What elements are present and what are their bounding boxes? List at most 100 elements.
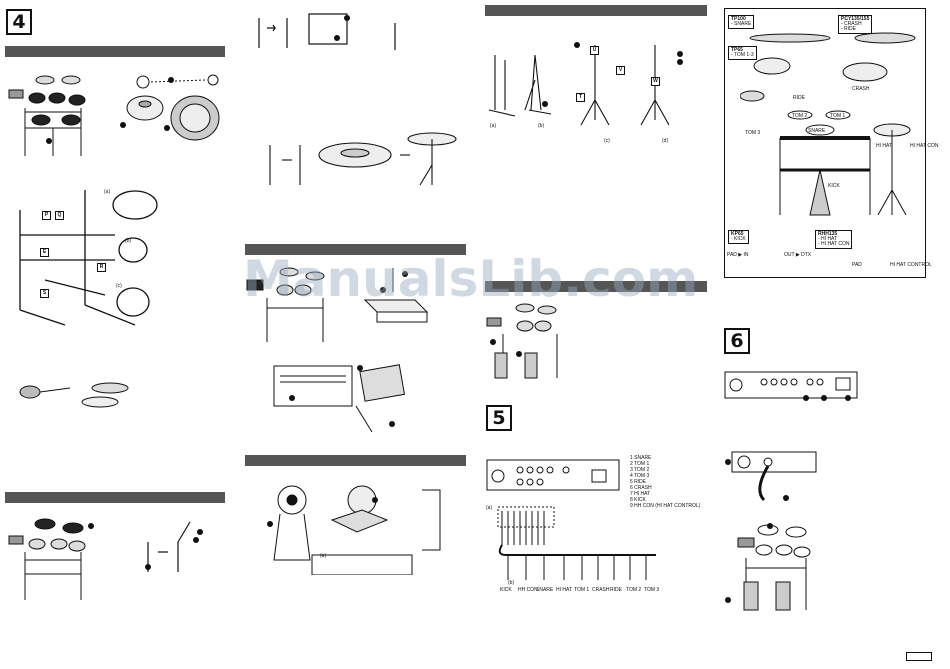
legend-item-5: 5 RIDE (630, 479, 647, 485)
pcy-title: PCY135/155 (841, 16, 870, 22)
fig-label-a3: (a) (320, 553, 327, 559)
cymbal-mount-figure (19, 382, 129, 408)
tp65-title: TP65 (731, 47, 743, 53)
cable-label-tom3: TOM 3 (644, 587, 660, 593)
step5-connector-legend: 1 SNARE 2 TOM 1 3 TOM 2 4 TOM 3 5 RIDE 6… (630, 455, 700, 509)
fig-label-b4: (b) (508, 580, 515, 586)
kp65-sub: - KICK (731, 236, 746, 242)
cable-label-crash: CRASH (592, 587, 610, 593)
marker-E: E (40, 248, 49, 257)
kit-label-ride: RIDE (793, 95, 805, 101)
legend-item-9: 9 HH CON (HI HAT CONTROL) (630, 503, 701, 509)
marker-R: R (97, 263, 106, 272)
section-bar-4 (245, 455, 466, 466)
kit-pedal-figure (486, 303, 558, 379)
fig-label-a: (a) (104, 189, 111, 195)
kit-label-tom3: TOM 3 (745, 130, 761, 136)
kit-label-hh-control: HI HAT CONTROL (890, 262, 932, 268)
kit-label-snare: SNARE (808, 128, 826, 134)
final-kit-figure (725, 523, 811, 611)
tp100-tag: TP100 - SNARE (728, 15, 755, 29)
rhh-tag: RHH135 - HI HAT - HI HAT CON (815, 230, 853, 249)
power-connect-figure (725, 451, 817, 502)
cable-snake-figure (497, 506, 656, 580)
fig-label-a4: (a) (486, 505, 493, 511)
kit-label-hihat: HI HAT (876, 143, 893, 149)
step-6-number: 6 (724, 328, 750, 354)
kp65-title: KP65 (731, 231, 744, 237)
drum-kit-figure-1 (8, 75, 86, 156)
pedal-figures (488, 42, 683, 126)
cable-label-tom1: TOM 1 (574, 587, 590, 593)
fig-label-c: (c) (116, 283, 122, 289)
page-number-box (906, 652, 932, 661)
drum-kit-figure-2 (8, 518, 94, 600)
step-4-number: 4 (6, 9, 32, 35)
pcy-tag: PCY135/155 - CRASH - RIDE (838, 15, 873, 34)
cymbal-attach-figure (269, 132, 457, 186)
step-5-number: 5 (486, 405, 512, 431)
module-rear-panel-step5 (486, 459, 620, 491)
cable-label-hhcon: HH CON (518, 587, 538, 593)
legend-item-3: 3 TOM 2 (630, 467, 650, 473)
cable-label-kick: KICK (500, 587, 512, 593)
fig-label-b: (b) (125, 238, 132, 244)
tp100-title: TP100 (731, 16, 746, 22)
legend-item-4: 4 TOM 3 (630, 473, 650, 479)
fig-label-b2: (b) (538, 123, 545, 129)
section-bar-2 (5, 492, 225, 503)
fig-label-d2: (d) (662, 138, 669, 144)
tp100-sub: - SNARE (731, 21, 752, 27)
pcy-sub2: - RIDE (841, 26, 856, 32)
kick-pad-figure (267, 485, 441, 575)
cable-label-tom2: TOM 2 (626, 587, 642, 593)
cable-labels-row: KICK HH CON SNARE HI HAT TOM 1 CRASH RID… (500, 587, 670, 597)
cable-label-ride: RIDE (610, 587, 622, 593)
rack-assembly-figure (19, 190, 158, 326)
marker-P: P (42, 211, 51, 220)
section-bar-1 (5, 46, 225, 57)
kit-label-hihatcon: HI HAT CON (910, 143, 939, 149)
tp65-sub: - TOM 1-3 (731, 52, 754, 58)
section-bar-3 (245, 244, 466, 255)
module-kit-figure (246, 267, 325, 342)
kit-label-pad2: PAD (852, 262, 862, 268)
section-bar-5 (485, 5, 707, 16)
fig-label-a2: (a) (490, 123, 497, 129)
marker-V: V (616, 66, 625, 75)
kit-label-pad-in: PAD ▶ IN (727, 252, 749, 258)
kp65-tag: KP65 - KICK (728, 230, 749, 244)
cable-label-hihat: HI HAT (556, 587, 573, 593)
rhh-sub1: - HI HAT (818, 236, 838, 242)
marker-U: U (590, 46, 599, 55)
legend-item-6: 6 CRASH (630, 485, 652, 491)
kit-label-crash: CRASH (852, 86, 870, 92)
marker-S: S (40, 289, 49, 298)
legend-item-8: 8 KICK (630, 497, 646, 503)
legend-item-1: 1 SNARE (630, 455, 652, 461)
marker-Q: Q (55, 211, 64, 220)
kit-label-tom1: TOM 1 (830, 113, 846, 119)
marker-T: T (576, 93, 585, 102)
tp65-tag: TP65 - TOM 1-3 (728, 46, 757, 60)
cymbal-arm-figure (145, 521, 203, 572)
cable-label-snare: SNARE (536, 587, 554, 593)
kit-label-tom2: TOM 2 (792, 113, 808, 119)
kit-label-out-dtx: OUT ▶ DTX (784, 252, 812, 258)
clamp-sequence-figure (258, 13, 396, 50)
module-bracket-figure (363, 268, 429, 323)
full-kit-diagram (740, 32, 916, 216)
rhh-sub2: - HI HAT CON (818, 241, 850, 247)
rhh-title: RHH135 (818, 231, 838, 237)
legend-item-7: 7 HI HAT (630, 491, 651, 497)
kit-label-kick: KICK (828, 183, 840, 189)
pad-detail-figure (120, 74, 220, 141)
legend-item-2: 2 TOM 1 (630, 461, 650, 467)
fig-label-c2: (c) (604, 138, 610, 144)
module-rear-panel-step6 (724, 371, 858, 401)
column4-frame (724, 8, 926, 278)
section-bar-6 (485, 281, 707, 292)
pcy-sub1: - CRASH (841, 21, 862, 27)
module-closeup-figure (273, 364, 406, 433)
marker-W: W (651, 77, 660, 86)
